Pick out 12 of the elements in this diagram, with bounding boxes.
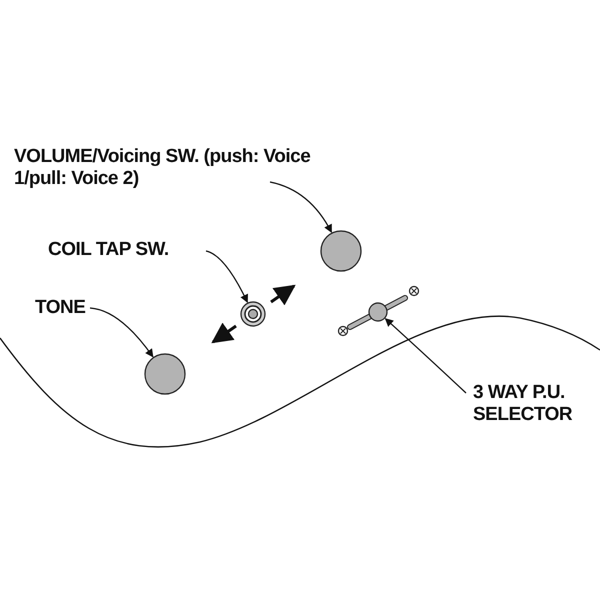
control-label: TONE: [35, 297, 105, 319]
leader-line: [90, 307, 154, 358]
leader-line: [206, 250, 248, 303]
knob: [144, 353, 186, 395]
control-label: 3 WAY P.U. SELECTOR: [473, 382, 588, 426]
leader-line: [384, 318, 466, 394]
control-label: COIL TAP SW.: [48, 239, 218, 261]
knob: [320, 230, 362, 272]
switch-knob: [240, 301, 266, 327]
leader-line: [270, 181, 332, 234]
toggle-switch: [336, 284, 420, 338]
control-label: VOLUME/Voicing SW. (push: Voice 1/pull: Voice 2): [14, 146, 314, 190]
